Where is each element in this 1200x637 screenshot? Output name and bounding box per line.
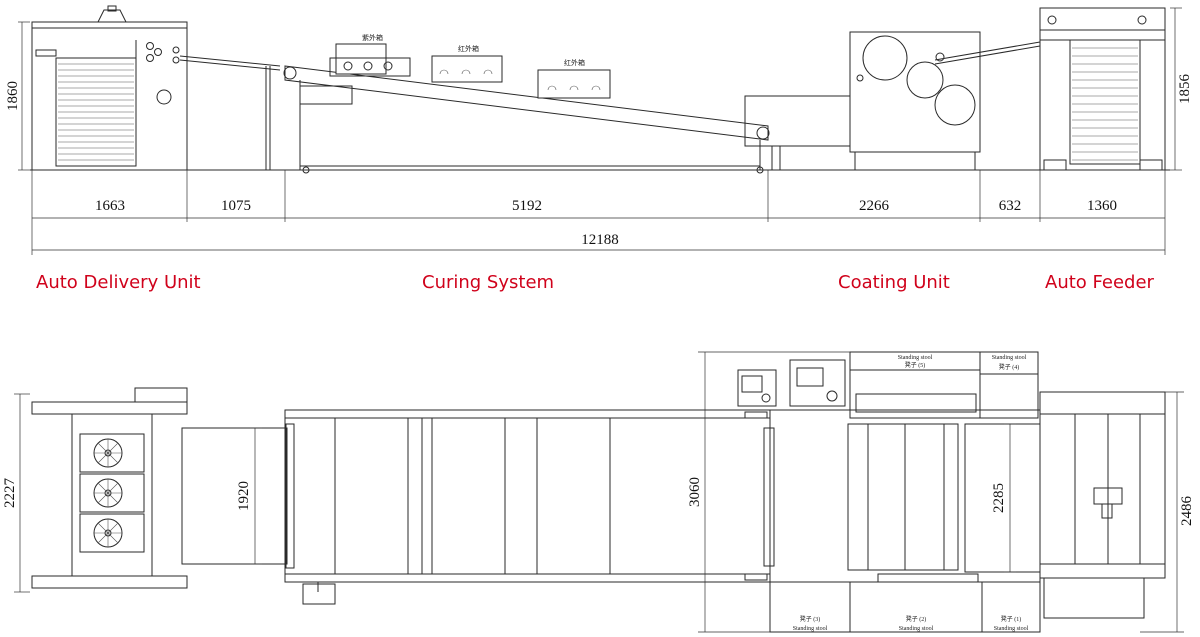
top-height-left: 2227 [2, 478, 18, 509]
segment-coating: 2266 [859, 198, 890, 214]
transfer-conveyor-side [179, 55, 281, 170]
label-auto-feeder: Auto Feeder [1045, 272, 1154, 293]
side-height-left: 1860 [5, 81, 21, 111]
uv-box [329, 43, 411, 77]
ir-box-2 [537, 69, 611, 99]
ir-box-2-label: 红外箱 [564, 58, 585, 67]
segment-feeder: 1360 [1087, 198, 1117, 214]
stool-3-en: Standing stool [793, 626, 828, 632]
segment-gap: 632 [999, 198, 1022, 214]
total-length: 12188 [581, 232, 619, 248]
stool-1-cn: 凳子 (1) [1001, 615, 1022, 623]
top-width-coating: 2285 [991, 483, 1007, 513]
transfer-table-top [181, 427, 288, 565]
side-height-right: 1856 [1177, 74, 1193, 105]
uv-box-label: 紫外箱 [362, 33, 383, 42]
label-curing-system: Curing System [422, 272, 555, 293]
stool-2-en: Standing stool [899, 626, 934, 632]
fan-3-icon [93, 518, 123, 548]
side-view: 紫外箱 红外箱 红外箱 [5, 5, 1193, 255]
top-width-delivery: 1920 [236, 481, 252, 511]
stool-4-cn: 凳子 (4) [999, 363, 1020, 371]
ir-box-1-label: 红外箱 [458, 44, 479, 53]
label-coating-unit: Coating Unit [838, 272, 950, 293]
fan-1-icon [93, 438, 123, 468]
feeder-unit-side [1039, 7, 1166, 171]
ir-box-1 [431, 55, 503, 83]
stool-3-cn: 凳子 (3) [800, 615, 821, 623]
stool-2-cn: 凳子 (2) [906, 615, 927, 623]
feeder-unit-top [1039, 391, 1166, 619]
segment-curing: 5192 [512, 198, 542, 214]
segment-transfer: 1075 [221, 198, 251, 214]
top-width-curing: 3060 [687, 477, 703, 507]
label-auto-delivery-unit: Auto Delivery Unit [36, 272, 201, 293]
fan-2-icon [93, 478, 123, 508]
curing-system-side: 紫外箱 红外箱 红外箱 [283, 33, 770, 174]
stool-1-en: Standing stool [994, 626, 1029, 632]
side-dimensions [18, 7, 1182, 255]
segment-delivery: 1663 [95, 198, 125, 214]
coating-unit-top [737, 351, 1041, 633]
standing-stools: Standing stool 凳子 (5) Standing stool 凳子 … [793, 355, 1029, 632]
stool-5-en: Standing stool [898, 355, 933, 361]
top-dimensions [14, 351, 1184, 633]
delivery-unit-side [31, 5, 188, 171]
stool-5-cn: 凳子 (5) [905, 361, 926, 369]
delivery-unit-top [31, 387, 188, 589]
top-view: Standing stool 凳子 (5) Standing stool 凳子 … [2, 351, 1195, 633]
coating-unit-side [744, 31, 1041, 171]
stool-4-en: Standing stool [992, 355, 1027, 361]
top-height-right: 2486 [1179, 496, 1195, 527]
